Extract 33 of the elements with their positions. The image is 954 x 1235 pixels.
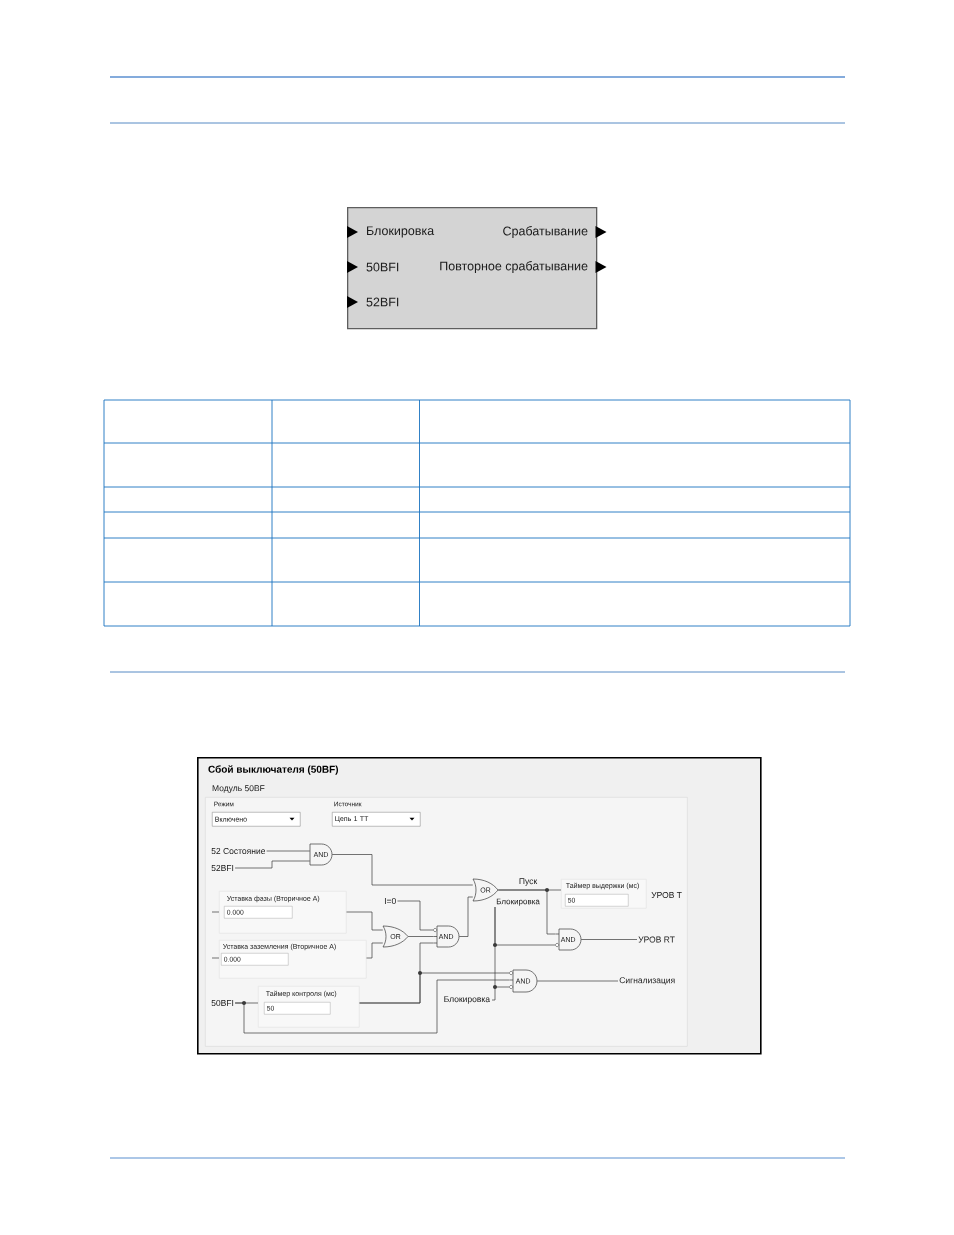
- signal-label: 50BFI: [211, 1000, 234, 1006]
- signal-label: Блокировка: [444, 996, 490, 1004]
- wire: [397, 900, 434, 931]
- wire: [407, 936, 434, 937]
- wire: [580, 939, 638, 940]
- wire: [366, 942, 384, 959]
- signal-label: I=0: [385, 898, 396, 904]
- wire: [536, 980, 619, 982]
- window-title: Сбой выключателя (50BF): [208, 765, 339, 775]
- port-label: Срабатывание: [503, 226, 588, 238]
- port-label: 50BFI: [366, 262, 399, 272]
- port-label: Блокировка: [367, 226, 435, 238]
- wire: [497, 889, 556, 935]
- wire: [211, 911, 220, 913]
- port-label: Повторное срабатывание: [440, 261, 588, 273]
- wire: [458, 896, 474, 937]
- signal-label: 52 Состояние: [211, 848, 266, 854]
- group-title: Модуль 50BF: [212, 785, 265, 793]
- wire: [331, 854, 474, 886]
- signal-label: УРОВ RT: [638, 936, 675, 943]
- signal-label: Сигнализация: [619, 977, 675, 985]
- signal-label: УРОВ T: [651, 892, 682, 898]
- wire: [211, 957, 220, 959]
- wire: [234, 979, 510, 1034]
- signal-label: 52BFI: [211, 865, 234, 871]
- signal-label: Блокировка: [496, 898, 540, 906]
- port-label: 52BFI: [366, 297, 399, 307]
- wire: [234, 860, 311, 869]
- wire: [359, 972, 510, 1004]
- wire: [346, 911, 384, 931]
- wire: [266, 850, 311, 852]
- edge-label: Пуск: [518, 877, 538, 887]
- wire: [494, 906, 510, 988]
